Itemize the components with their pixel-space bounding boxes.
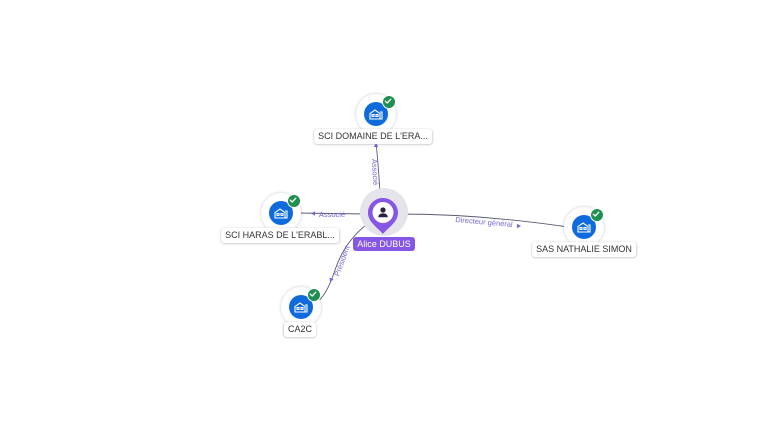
relation-label-sci-haras: Associé [319,210,345,219]
building-icon [269,201,293,225]
relation-label-ca2c: Président [332,244,352,278]
verified-check-icon [287,194,301,208]
verified-check-icon [382,95,396,109]
verified-check-icon [590,208,604,222]
arrow-sci-domaine [373,143,379,147]
edge-sci-haras [295,212,368,215]
arrow-ca2c [329,277,334,282]
arrow-sci-haras [311,211,315,216]
company-label-sas-nathalie[interactable]: SAS NATHALIE SIMON [532,242,636,257]
company-node-sci-domaine[interactable] [356,94,396,134]
edge-sas-nathalie [399,213,569,228]
arrow-sas-nathalie [517,223,521,229]
company-node-ca2c[interactable] [281,287,321,327]
company-node-sas-nathalie[interactable] [564,207,604,247]
building-icon [289,295,313,319]
user-icon [378,207,388,218]
company-label-sci-domaine[interactable]: SCI DOMAINE DE L'ERA... [314,129,432,144]
verified-check-icon [307,288,321,302]
edge-ca2c [313,221,371,305]
relation-label-sci-domaine: Associé [370,159,380,186]
person-node[interactable] [367,197,399,235]
company-node-sci-haras[interactable] [261,193,301,233]
company-label-ca2c[interactable]: CA2C [283,322,317,337]
relation-label-sas-nathalie: Directeur général [455,215,513,229]
person-name-label[interactable]: Alice DUBUS [353,237,415,251]
company-label-sci-haras[interactable]: SCI HARAS DE L'ERABL... [221,228,339,243]
